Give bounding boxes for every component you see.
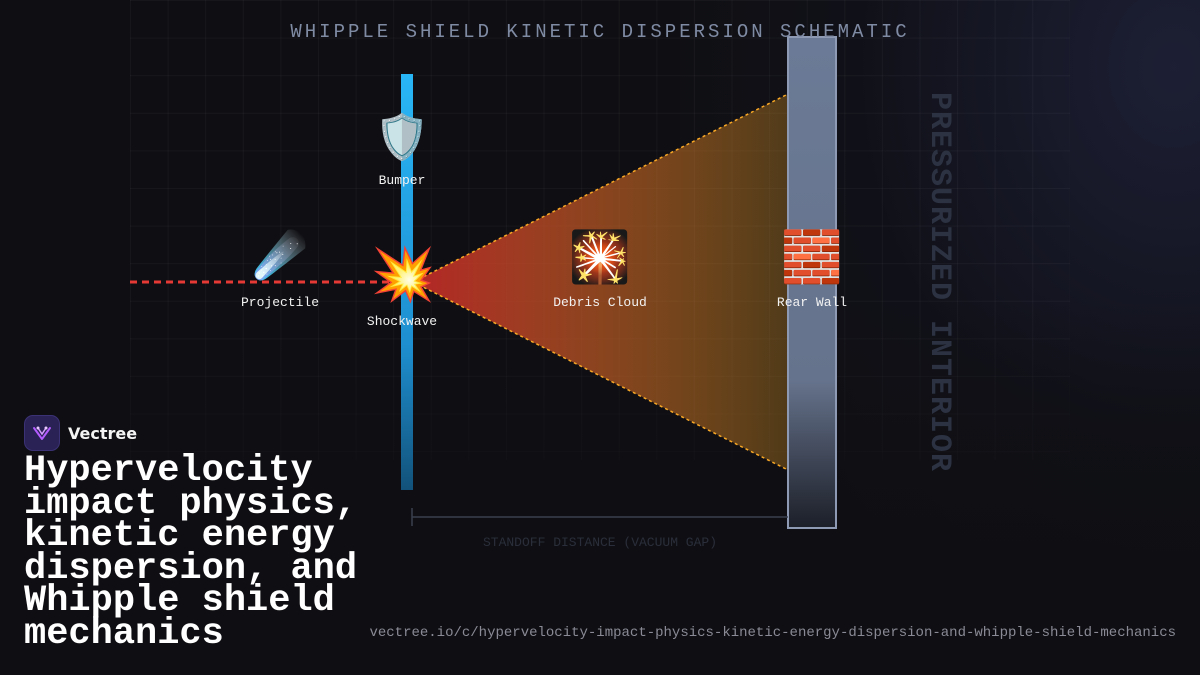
- bumper-plate: [401, 74, 413, 490]
- collision-icon: 💥: [370, 245, 436, 305]
- shield-icon: 🛡️: [374, 112, 430, 163]
- comet-icon: ☄️: [252, 230, 308, 281]
- debris-cone-upper-edge: [412, 93, 789, 283]
- brand-name: Vectree: [68, 423, 138, 443]
- page-headline: Hypervelocity impact physics, kinetic en…: [24, 450, 358, 655]
- projectile-label: Projectile: [240, 295, 320, 310]
- rear-wall: [787, 36, 837, 529]
- brick-wall-icon: 🧱: [780, 228, 844, 286]
- debris-cloud-label: Debris Cloud: [553, 295, 647, 310]
- shockwave-label: Shockwave: [366, 314, 438, 329]
- vectree-logo-icon: [24, 415, 60, 451]
- debris-cone: [413, 94, 788, 470]
- page-url[interactable]: vectree.io/c/hypervelocity-impact-physic…: [369, 625, 1176, 641]
- rear-wall-label: Rear Wall: [776, 295, 848, 310]
- brand: Vectree: [24, 415, 137, 451]
- diagram-title: WHIPPLE SHIELD KINETIC DISPERSION SCHEMA…: [290, 21, 910, 43]
- debris-cone-lower-edge: [412, 281, 789, 471]
- bumper-label: Bumper: [378, 173, 426, 188]
- fireworks-icon: 🎇: [568, 228, 632, 286]
- pressurized-interior-label: PRESSURIZED INTERIOR: [922, 91, 956, 473]
- standoff-distance-label: STANDOFF DISTANCE (VACUUM GAP): [482, 535, 718, 550]
